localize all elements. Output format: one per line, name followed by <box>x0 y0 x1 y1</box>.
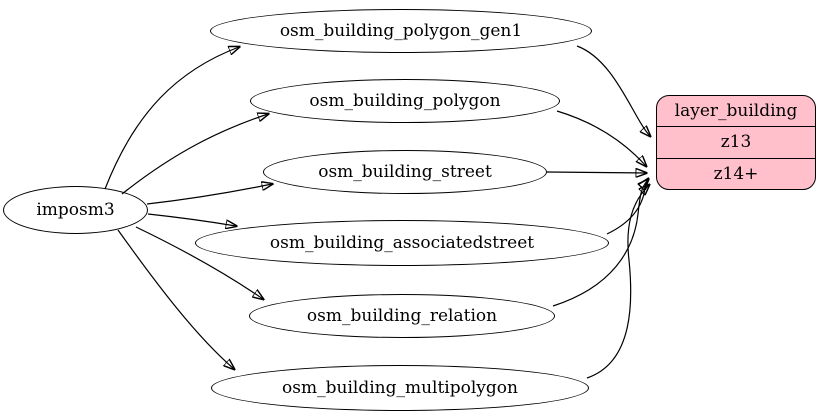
node-imposm3-label: imposm3 <box>36 200 115 220</box>
edge-imposm3-to-osm-building-polygon <box>121 114 268 195</box>
node-osm-building-relation: osm_building_relation <box>249 294 555 338</box>
edge-osm-building-multipolygon-to-z14 <box>586 185 649 379</box>
node-osm-building-associatedstreet-label: osm_building_associatedstreet <box>269 233 535 253</box>
layer-building-row-z13: z13 <box>657 126 815 157</box>
edge-osm-building-associatedstreet-to-z14 <box>606 179 648 235</box>
edge-osm-building-polygon-to-z14 <box>556 110 646 166</box>
node-osm-building-street: osm_building_street <box>263 150 547 194</box>
node-osm-building-multipolygon-label: osm_building_multipolygon <box>282 378 518 398</box>
layer-building-row-z14plus: z14+ <box>657 157 815 189</box>
node-osm-building-polygon: osm_building_polygon <box>250 79 560 123</box>
node-osm-building-street-label: osm_building_street <box>318 162 492 182</box>
node-osm-building-associatedstreet: osm_building_associatedstreet <box>195 220 609 266</box>
node-osm-building-relation-label: osm_building_relation <box>306 306 498 326</box>
edge-imposm3-to-osm-building-associatedstreet <box>147 213 236 226</box>
edge-imposm3-to-osm-building-polygon-gen1 <box>104 47 239 190</box>
node-layer-building: layer_building z13 z14+ <box>656 95 816 190</box>
edge-osm-building-polygon-gen1-to-z13 <box>576 45 650 136</box>
node-osm-building-multipolygon: osm_building_multipolygon <box>211 365 589 411</box>
node-imposm3: imposm3 <box>3 186 148 234</box>
node-osm-building-polygon-gen1: osm_building_polygon_gen1 <box>210 9 592 53</box>
edge-imposm3-to-osm-building-street <box>146 184 272 205</box>
node-osm-building-polygon-label: osm_building_polygon <box>309 91 501 111</box>
layer-building-title: layer_building <box>674 101 798 122</box>
node-osm-building-polygon-gen1-label: osm_building_polygon_gen1 <box>279 21 523 41</box>
edge-osm-building-street-to-z14 <box>546 172 646 173</box>
